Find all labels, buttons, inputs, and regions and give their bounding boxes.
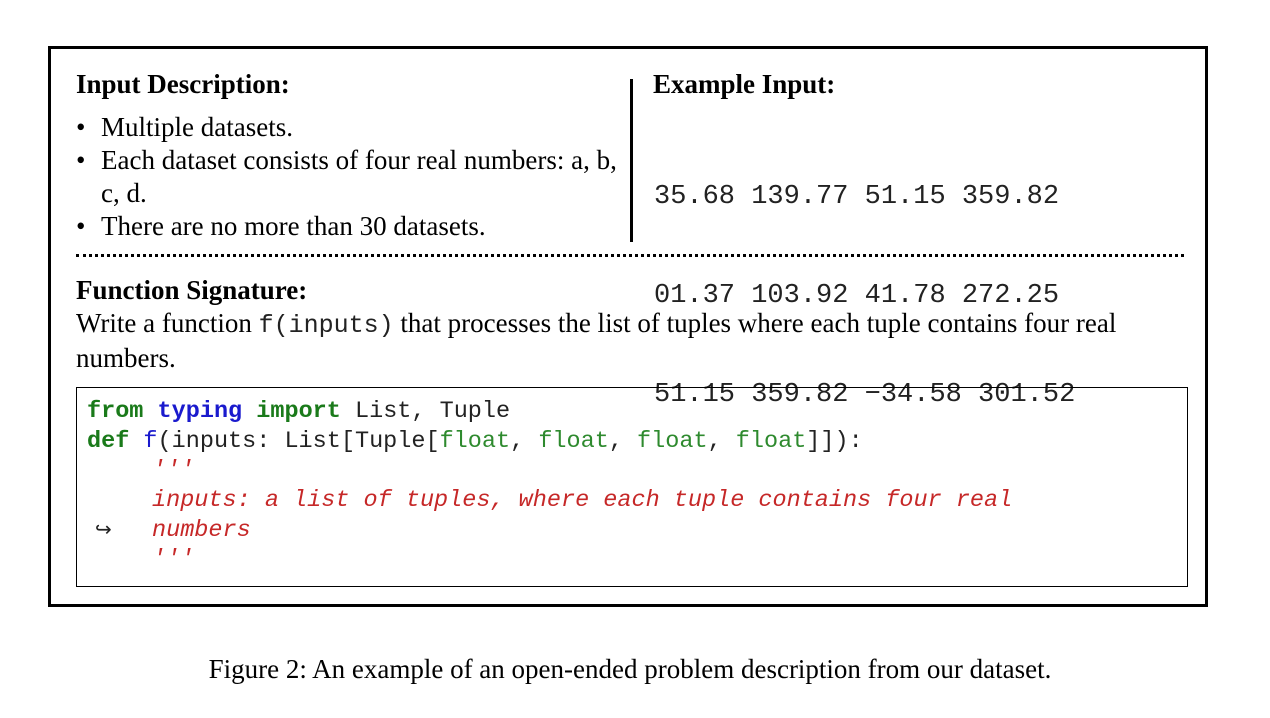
keyword-import: import bbox=[256, 398, 341, 425]
example-input-heading: Example Input: bbox=[653, 69, 836, 99]
docstring-text: numbers bbox=[152, 517, 251, 544]
keyword-from: from bbox=[87, 398, 144, 425]
description-text: that processes the list of tuples where … bbox=[76, 308, 1117, 373]
example-input-block: 35.68 139.77 51.15 359.82 01.37 103.92 4… bbox=[654, 115, 1075, 478]
example-input-line: 51.15 359.82 −34.58 301.52 bbox=[654, 380, 1076, 410]
bullet-icon: • bbox=[76, 112, 86, 142]
keyword-def: def bbox=[87, 427, 130, 455]
separator: , bbox=[707, 427, 736, 455]
code-line-docstring-body: inputs: a list of tuples, where each tup… bbox=[87, 486, 1177, 516]
vertical-divider bbox=[630, 79, 633, 242]
description-text: Write a function bbox=[76, 308, 259, 338]
signature-open: (inputs: List[Tuple[ bbox=[157, 427, 440, 455]
function-name: f bbox=[143, 427, 158, 455]
function-signature-heading: Function Signature: bbox=[76, 275, 308, 305]
figure-box: Input Description: • Multiple datasets. •… bbox=[48, 46, 1208, 607]
dotted-divider bbox=[76, 254, 1184, 257]
code-line-import: from typing import List, Tuple bbox=[87, 397, 1177, 427]
type-float: float bbox=[439, 427, 511, 455]
signature-close: ]]): bbox=[806, 427, 863, 455]
input-description-heading: Input Description: bbox=[76, 69, 290, 99]
docstring-quote: ''' bbox=[152, 545, 195, 573]
imported-names: List, Tuple bbox=[340, 398, 511, 425]
list-item: • There are no more than 30 datasets. bbox=[76, 210, 621, 243]
separator: , bbox=[510, 427, 539, 455]
example-input-line: 01.37 103.92 41.78 272.25 bbox=[654, 281, 1060, 311]
bullet-icon: • bbox=[76, 211, 86, 241]
docstring-text: inputs: a list of tuples, where each tup… bbox=[152, 486, 1013, 514]
type-float: float bbox=[637, 427, 708, 455]
function-description: Write a function f(inputs) that processe… bbox=[76, 307, 1191, 375]
example-input-line: 35.68 139.77 51.15 359.82 bbox=[654, 182, 1060, 212]
separator: , bbox=[608, 427, 638, 455]
code-line-docstring-close: ''' bbox=[87, 545, 1177, 575]
figure-caption: Figure 2: An example of an open-ended pr… bbox=[208, 654, 1052, 684]
type-float: float bbox=[538, 427, 609, 455]
line-wrap-arrow-icon: ↪ bbox=[95, 517, 112, 541]
list-item-text: There are no more than 30 datasets. bbox=[101, 211, 486, 241]
type-float: float bbox=[735, 427, 807, 455]
list-item: • Each dataset consists of four real numb… bbox=[76, 144, 621, 210]
docstring-quote: ''' bbox=[152, 457, 195, 484]
module-name: typing bbox=[157, 398, 243, 425]
bullet-icon: • bbox=[76, 145, 86, 175]
code-line-docstring-wrap: ↪ numbers bbox=[87, 515, 1177, 545]
list-item: • Multiple datasets. bbox=[76, 111, 621, 144]
input-description-list: • Multiple datasets. • Each dataset consis… bbox=[76, 111, 621, 243]
list-item-text: Multiple datasets. bbox=[101, 112, 293, 142]
code-line-docstring-open: ''' bbox=[87, 456, 1177, 486]
inline-code: f(inputs) bbox=[258, 311, 394, 340]
list-item-text: Each dataset consists of four real numbe… bbox=[101, 145, 617, 208]
code-line-def: def f(inputs: List[Tuple[float, float, f… bbox=[87, 427, 1177, 457]
